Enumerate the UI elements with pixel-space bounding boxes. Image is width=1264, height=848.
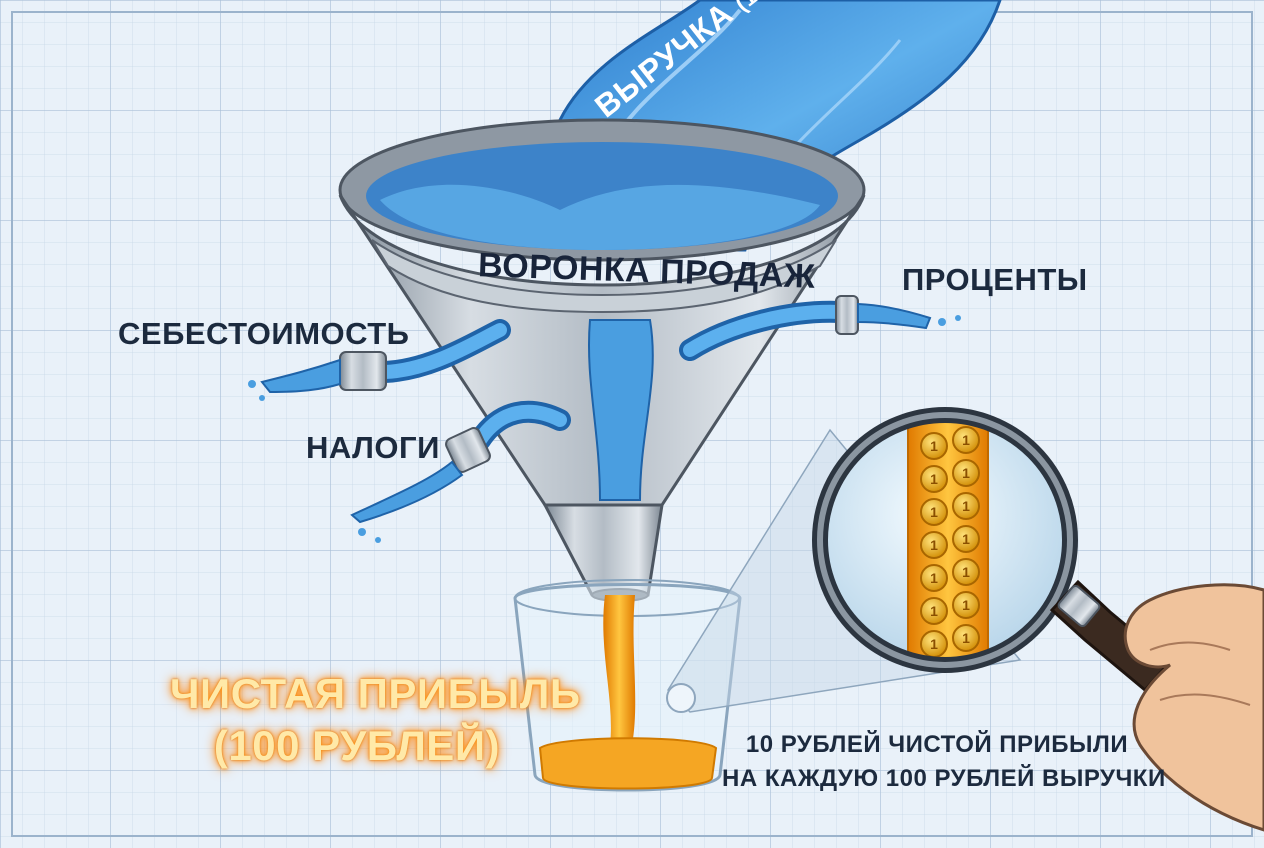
interest-label: ПРОЦЕНТЫ [902, 262, 1088, 297]
coin-symbol: 1 [962, 432, 970, 448]
coin-column: 1 1 1 1 1 1 1 1 1 1 1 1 1 1 [920, 426, 980, 658]
coin-symbol: 1 [962, 465, 970, 481]
interest-pipe-fitting [835, 295, 859, 335]
coin [952, 558, 980, 586]
coin-symbol: 1 [930, 603, 938, 619]
coin-symbol: 1 [962, 498, 970, 514]
coin-symbol: 1 [930, 636, 938, 652]
coin-symbol: 1 [962, 630, 970, 646]
frame-border [11, 11, 1253, 837]
margin-note: 10 РУБЛЕЙ ЧИСТОЙ ПРИБЫЛИ НА КАЖДУЮ 100 Р… [722, 728, 1166, 796]
coin-symbol: 1 [962, 564, 970, 580]
coin [952, 591, 980, 619]
interest-outflow [857, 302, 932, 330]
coin-symbol: 1 [930, 504, 938, 520]
coin [952, 426, 980, 454]
coin-symbol: 1 [962, 531, 970, 547]
coin [920, 531, 948, 559]
coin [952, 459, 980, 487]
margin-note-line-1: 10 РУБЛЕЙ ЧИСТОЙ ПРИБЫЛИ [745, 731, 1129, 758]
taxes-pipe-fitting [445, 427, 491, 473]
coin-symbol: 1 [930, 537, 938, 553]
taxes-outflow [350, 460, 464, 524]
coin [952, 492, 980, 520]
cost-outflow [260, 358, 341, 394]
coin [920, 564, 948, 592]
coin [920, 498, 948, 526]
coin-symbol: 1 [930, 471, 938, 487]
coin [952, 624, 980, 652]
coin [920, 432, 948, 460]
taxes-label: НАЛОГИ [306, 430, 440, 465]
net-profit-amount: (100 РУБЛЕЙ) [213, 722, 500, 769]
coin-symbol: 1 [930, 570, 938, 586]
cost-pipe-fitting [339, 351, 387, 391]
coin [952, 525, 980, 553]
coin-symbol: 1 [962, 597, 970, 613]
profit-stream [603, 595, 636, 745]
net-profit-title: ЧИСТАЯ ПРИБЫЛЬ [170, 670, 581, 717]
margin-note-line-2: НА КАЖДУЮ 100 РУБЛЕЙ ВЫРУЧКИ [722, 765, 1166, 792]
coin-symbol: 1 [930, 438, 938, 454]
profit-pool [538, 737, 718, 790]
coin [920, 465, 948, 493]
cost-label: СЕБЕСТОИМОСТЬ [118, 316, 410, 351]
net-profit-label: ЧИСТАЯ ПРИБЫЛЬ (100 РУБЛЕЙ) [170, 668, 581, 772]
coin [920, 597, 948, 625]
